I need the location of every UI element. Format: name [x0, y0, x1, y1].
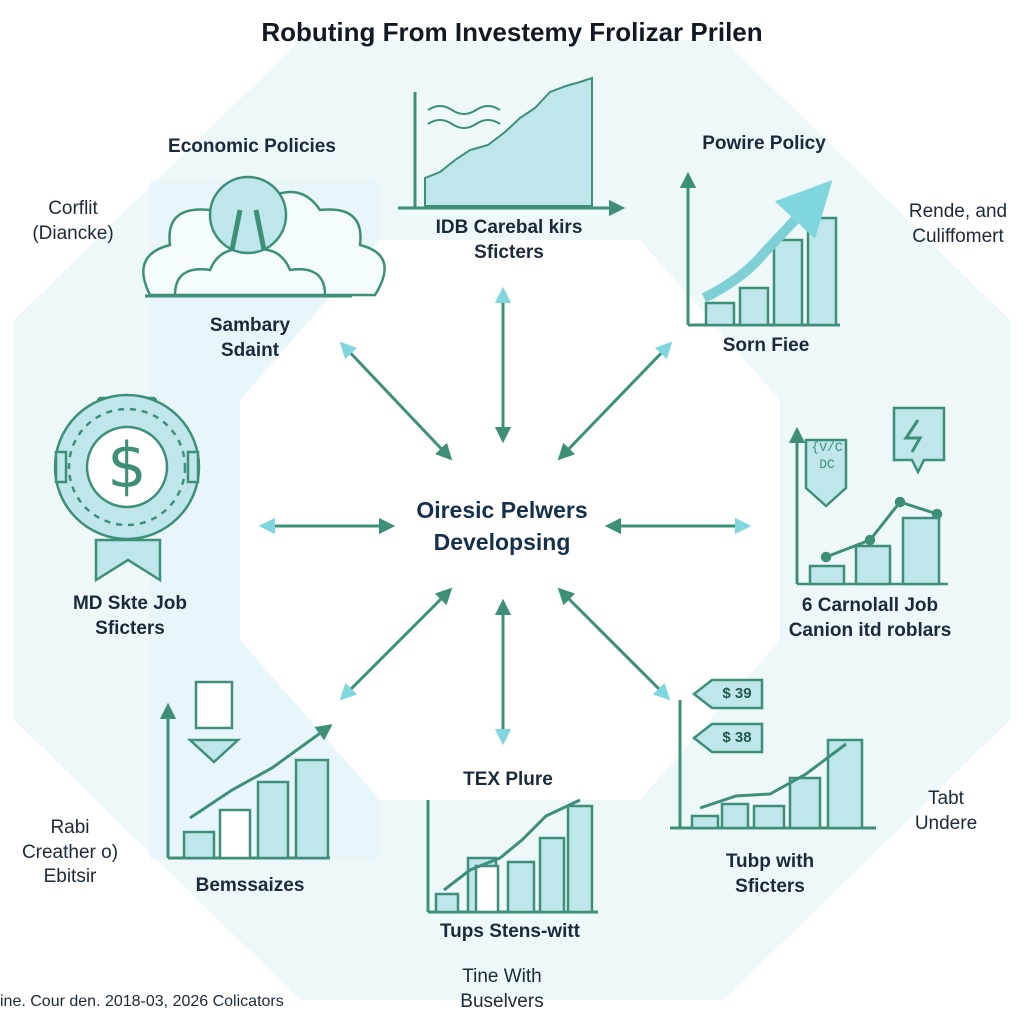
dollar-badge-icon	[53, 393, 201, 583]
label-line: Canion itd roblars	[788, 619, 952, 641]
center-hub-label: Oiresic Pelwers Developsing	[352, 494, 652, 558]
area-chart-icon	[398, 76, 626, 217]
dollar-symbol: $	[107, 429, 147, 502]
label-line: Sficters	[735, 875, 805, 897]
top-chart-label: IDB Carebal kirs Sficters	[398, 216, 620, 265]
label-line: Undere	[914, 812, 978, 834]
side-label-top-right: Rende, and Culiffomert	[896, 200, 1020, 249]
money-tag-1: $ 39	[722, 685, 752, 702]
bottom-chart-caption: Tups Stens-witt	[439, 921, 581, 942]
growth-bar-chart-icon	[679, 171, 840, 327]
arrow-bar-chart-icon	[159, 680, 333, 860]
label-line: Rende, and	[908, 201, 1008, 222]
label-line: Sficters	[95, 617, 165, 639]
label-line: Tubp with	[725, 851, 815, 872]
page-title: Robuting From Investemy Frolizar Prilen	[261, 17, 763, 47]
side-label-bottom-left: Rabi Creather o) Ebitsir	[4, 816, 136, 890]
caption-line: Sambary	[209, 315, 291, 336]
economic-policies-heading: Economic Policies	[168, 136, 336, 157]
bottom-right-chart-label: Tubp with Sficters	[692, 850, 848, 899]
footer-note: ine. Cour den. 2018-03, 2026 Colicators	[0, 993, 284, 1010]
right-chart-box-text: {V/C DC	[811, 440, 843, 472]
label-line: Ebitsir	[43, 866, 97, 888]
powire-policy-heading: Powire Policy	[702, 133, 826, 154]
bottom-chart-heading: TEX Plure	[463, 769, 553, 790]
powire-policy-caption: Sorn Fiee	[722, 335, 810, 356]
side-label-top-left: Corflit (Diancke)	[14, 197, 132, 246]
arrow-to-bottom-right	[557, 587, 671, 701]
brain-lightbulb-icon	[142, 175, 386, 298]
side-label-bottom-center: Tine With Buselvers	[430, 965, 574, 1014]
label-line: Culiffomert	[912, 225, 1004, 247]
center-line-2: Developsing	[433, 529, 571, 556]
arrow-to-top-left	[339, 341, 453, 461]
money-chart-icon	[670, 678, 876, 830]
label-line: (Diancke)	[32, 222, 114, 244]
bottom-left-chart-caption: Bemssaizes	[195, 875, 305, 896]
label-line: MD Skte Job	[72, 593, 188, 614]
label-line: Buselvers	[460, 990, 544, 1012]
left-badge-label: MD Skte Job Sficters	[40, 592, 220, 641]
label-line: Rabi	[50, 817, 90, 838]
caption-line: Sdaint	[220, 339, 280, 361]
economic-policies-caption: Sambary Sdaint	[170, 314, 330, 363]
right-chart-label: 6 Carnolall Job Canion itd roblars	[770, 594, 970, 643]
label-line: Tine With	[462, 966, 542, 987]
label-line: Sficters	[474, 241, 544, 263]
center-line-1: Oiresic Pelwers	[416, 497, 588, 523]
label-line: IDB Carebal kirs	[435, 217, 583, 238]
arrow-to-bottom-left	[339, 587, 453, 701]
label-line: 6 Carnolall Job	[801, 595, 939, 616]
side-label-bottom-right: Tabt Undere	[896, 787, 996, 836]
label-line: Creather o)	[21, 841, 119, 863]
money-tag-2: $ 38	[722, 729, 752, 746]
connector-arrows	[258, 286, 752, 746]
line-bar-chart-icon	[788, 406, 948, 586]
bar-line-chart-icon	[426, 798, 598, 914]
label-line: Corflit	[48, 198, 98, 219]
label-line: Tabt	[928, 788, 964, 809]
arrow-to-top-right	[557, 341, 673, 461]
